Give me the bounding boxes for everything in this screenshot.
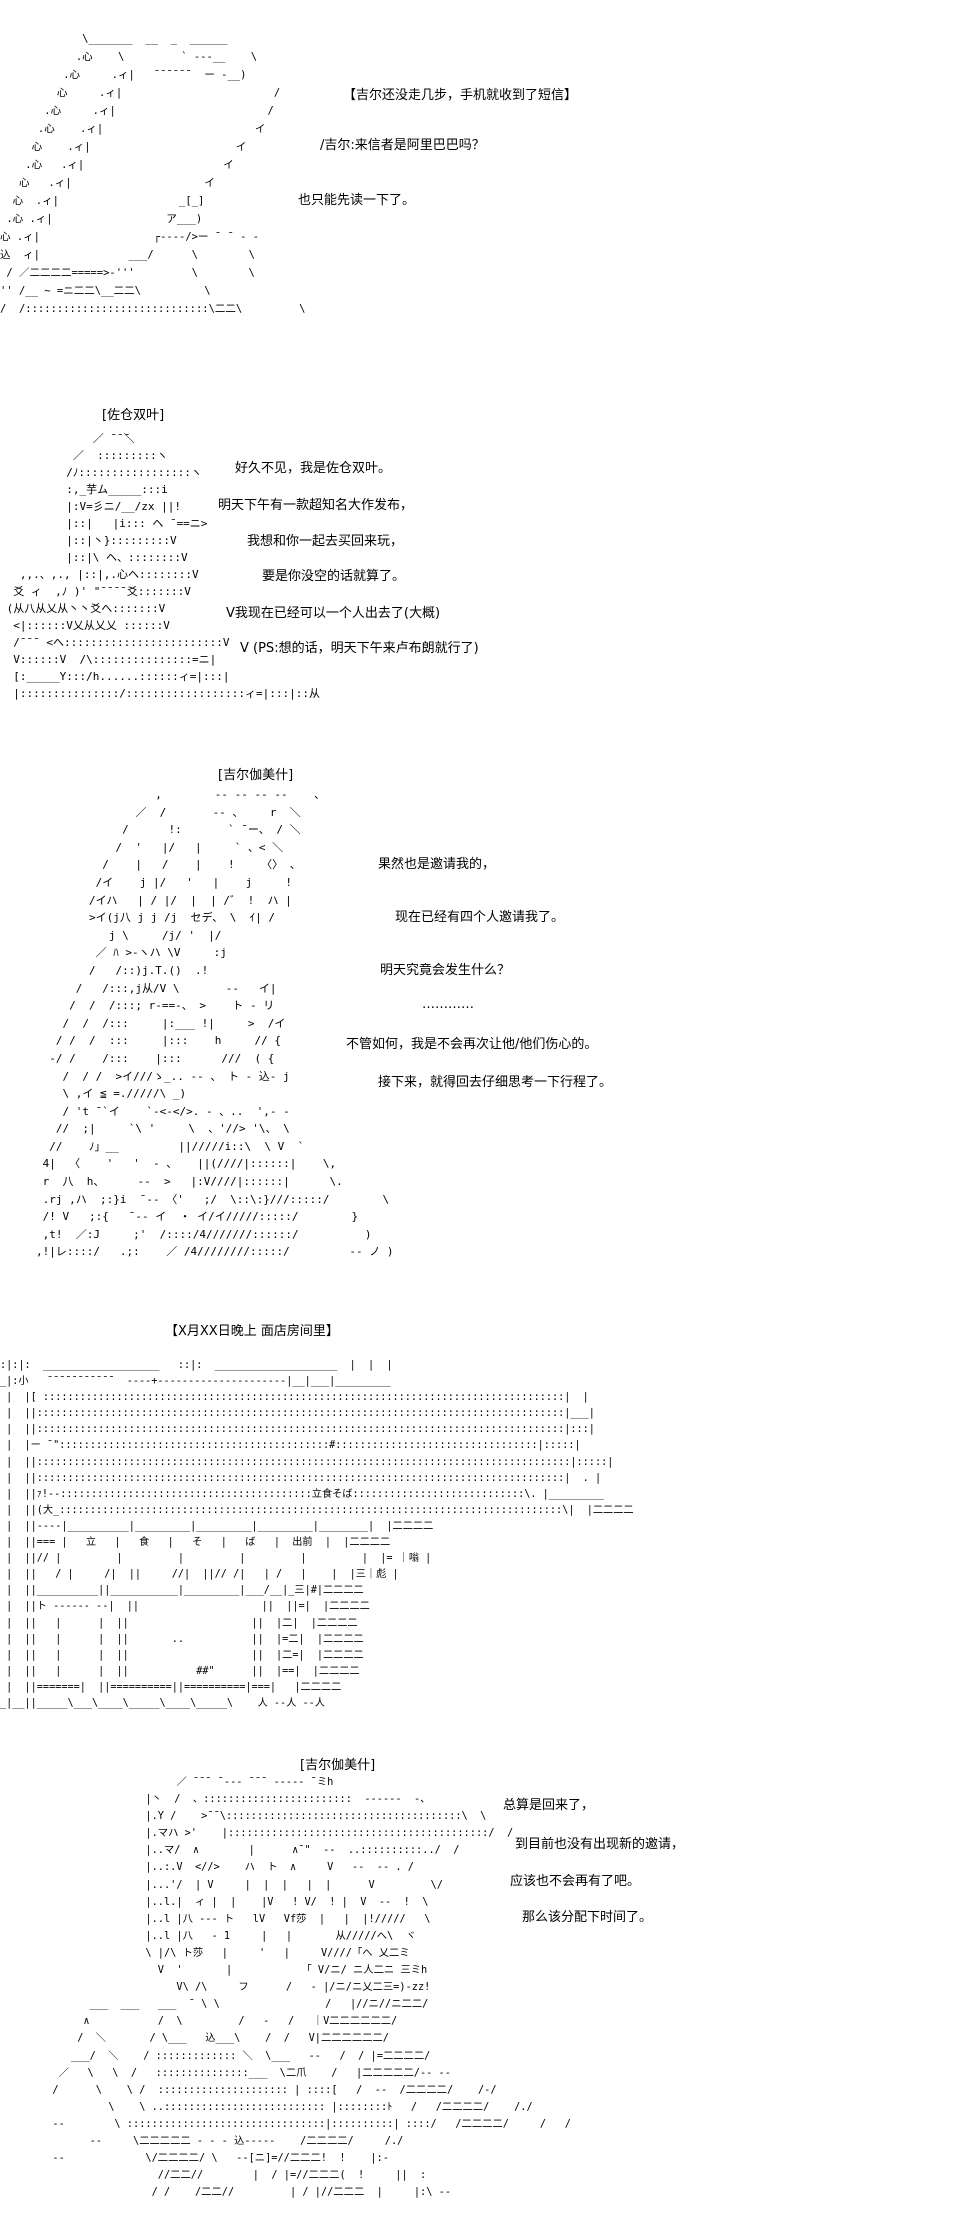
dialogue-line: 果然也是邀请我的， xyxy=(378,857,496,872)
panel-1: \_______ __ _ ______ .心 \ ` ---__ \ .心 .… xyxy=(0,30,963,370)
dialogue-line: 我想和你一起去买回来玩， xyxy=(247,534,404,549)
dialogue-line: 要是你没空的话就算了。 xyxy=(262,569,406,584)
dialogue-line: 好久不见，我是佐仓双叶。 xyxy=(235,461,392,476)
dialogue-line: V (PS:想的话，明天下午来卢布朗就行了) xyxy=(240,641,479,656)
ascii-art-5: ／ ̄ ̄ ̄ ̄ ‐‐‐ ¯¯¯ ‐‐‐‐‐ ̄ ミh |丶 / 、:::::… xyxy=(52,1776,571,2199)
character-caption: [佐仓双叶] xyxy=(102,408,165,423)
character-caption: [吉尔伽美什] xyxy=(218,768,294,783)
dialogue-line: /吉尔:来信者是阿里巴巴吗？ xyxy=(320,138,485,153)
dialogue-line: 也只能先读一下了。 xyxy=(298,193,416,208)
dialogue-line: 到目前也没有出现新的邀请， xyxy=(515,1837,685,1852)
panel-2: [佐仓双叶] ／ ̄ ̄ ̄＼ ／ :::::::::ヽ /ﾉ:::::::::… xyxy=(0,408,963,728)
ascii-art-4: :|:|: ___________________ ::|: _________… xyxy=(0,1360,634,1709)
panel-5: [吉尔伽美什] ／ ̄ ̄ ̄ ̄ ‐‐‐ ¯¯¯ ‐‐‐‐‐ ̄ ミh |丶 … xyxy=(0,1758,963,2227)
dialogue-line: 不管如何，我是不会再次让他/他们伤心的。 xyxy=(346,1037,598,1052)
ascii-art-2: ／ ̄ ̄ ̄＼ ／ :::::::::ヽ /ﾉ::::::::::::::::… xyxy=(6,432,321,700)
dialogue-line: 应该也不会再有了吧。 xyxy=(510,1874,641,1889)
dialogue-line: V我现在已经可以一个人出去了(大概) xyxy=(226,606,441,621)
dialogue-line: 明天下午有一款超知名大作发布， xyxy=(218,498,414,513)
scene-caption: 【X月XX日晚上 面店房间里】 xyxy=(165,1324,339,1339)
dialogue-line: ………… xyxy=(422,997,474,1012)
dialogue-line: 【吉尔还没走几步，手机就收到了短信】 xyxy=(343,88,578,103)
ascii-art-3: , ‐‐ ‐‐ ‐‐ ‐‐ 、 ／ / -- 、 r ＼ / !: ` ̄ ー、… xyxy=(36,788,394,1259)
character-caption: [吉尔伽美什] xyxy=(300,1758,376,1773)
dialogue-line: 现在已经有四个人邀请我了。 xyxy=(395,910,565,925)
dialogue-line: 那么该分配下时间了。 xyxy=(522,1910,653,1925)
dialogue-line: 总算是回来了， xyxy=(503,1798,595,1813)
dialogue-line: 明天究竟会发生什么？ xyxy=(380,963,511,978)
ascii-art-1: \_______ __ _ ______ .心 \ ` ---__ \ .心 .… xyxy=(0,33,306,315)
panel-3: [吉尔伽美什] , ‐‐ ‐‐ ‐‐ ‐‐ 、 ／ / -- 、 r ＼ / !… xyxy=(0,768,963,1288)
dialogue-line: 接下来，就得回去仔细思考一下行程了。 xyxy=(378,1075,613,1090)
panel-4: 【X月XX日晚上 面店房间里】 :|:|: __________________… xyxy=(0,1324,963,1744)
